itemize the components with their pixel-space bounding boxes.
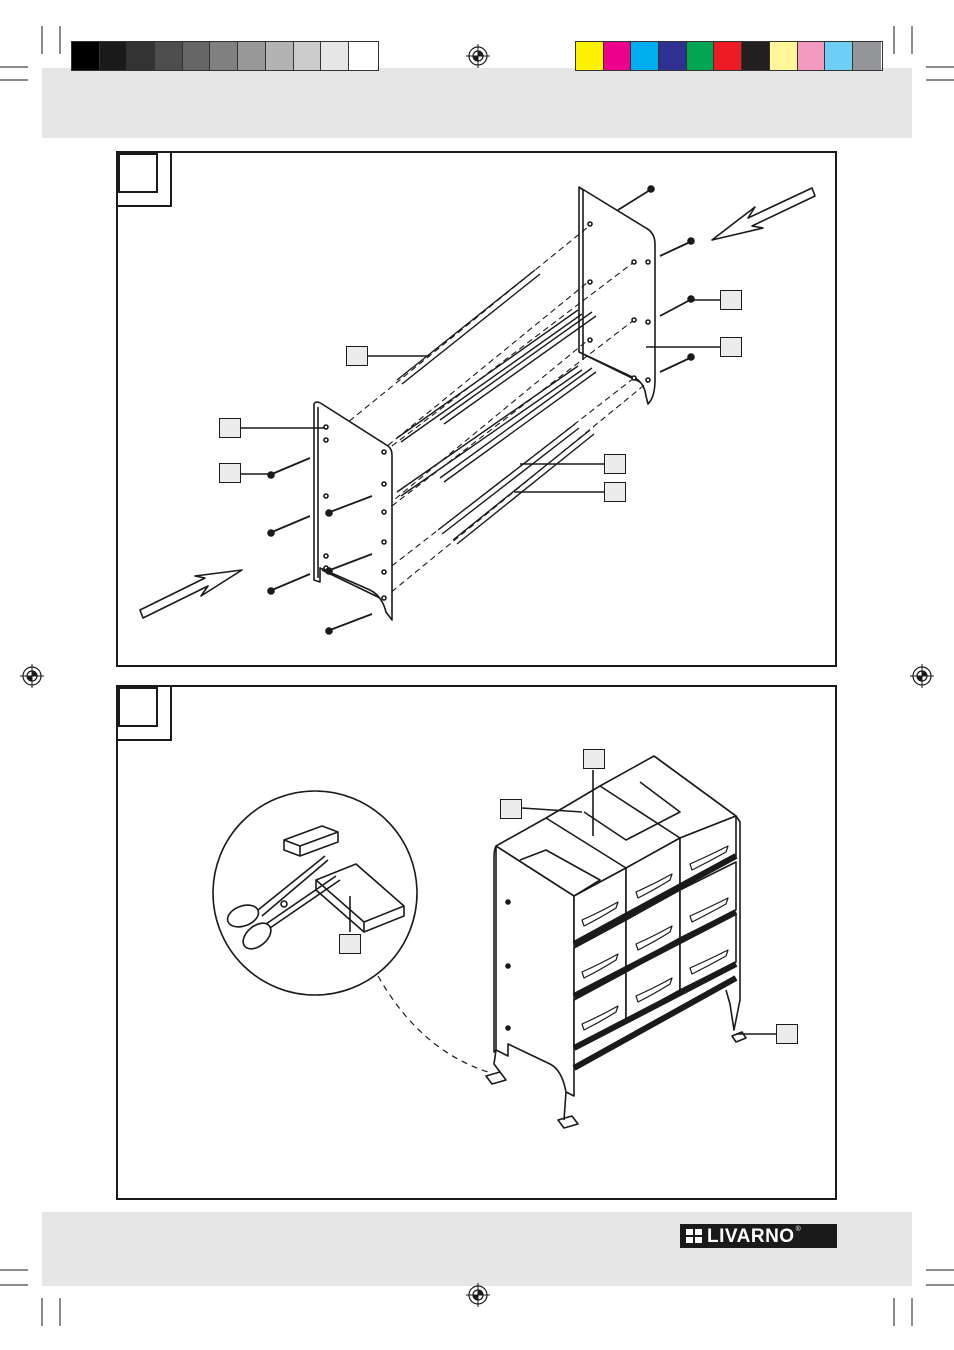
step-1-number-box <box>118 153 158 193</box>
assembly-step-1-panel <box>116 151 837 667</box>
header-band <box>42 68 912 138</box>
process-color-swatch <box>686 42 715 70</box>
grayscale-swatch <box>99 42 128 70</box>
grayscale-swatch <box>182 42 211 70</box>
grayscale-swatch <box>210 42 239 70</box>
grayscale-swatch <box>321 42 349 70</box>
registration-mark-right <box>910 664 934 688</box>
grayscale-swatch <box>72 42 100 70</box>
part-callout-rod-long <box>604 482 626 502</box>
process-color-bar <box>575 41 883 71</box>
grayscale-swatch <box>238 42 266 70</box>
logo-wordmark: LIVARNO <box>707 1225 795 1247</box>
process-color-swatch <box>852 42 881 70</box>
step-2-number-box <box>118 687 158 727</box>
process-color-swatch <box>742 42 770 70</box>
grayscale-swatch <box>127 42 156 70</box>
livarno-logo: LIVARNO ® <box>680 1224 837 1248</box>
grayscale-swatch <box>155 42 183 70</box>
process-color-swatch <box>825 42 853 70</box>
assembly-step-2-panel <box>116 685 837 1200</box>
process-color-swatch <box>603 42 632 70</box>
part-callout-felt-pad <box>339 934 361 954</box>
registration-mark-left <box>20 664 44 688</box>
process-color-swatch <box>797 42 826 70</box>
registered-mark: ® <box>795 1226 801 1233</box>
part-callout-bin <box>583 749 605 769</box>
process-color-swatch <box>576 42 604 70</box>
process-color-swatch <box>631 42 660 70</box>
part-callout-rod <box>346 346 368 366</box>
part-callout-right-screw <box>720 290 742 310</box>
registration-mark-bottom <box>466 1283 490 1307</box>
part-callout-rod-short <box>604 454 626 474</box>
part-callout-foot-pad <box>776 1024 798 1044</box>
registration-mark-top <box>466 44 490 68</box>
process-color-swatch <box>714 42 743 70</box>
part-callout-right-panel <box>720 337 742 357</box>
process-color-swatch <box>659 42 687 70</box>
part-callout-left-panel <box>219 418 241 438</box>
grayscale-swatch <box>348 42 377 70</box>
grayscale-color-bar <box>71 41 379 71</box>
part-callout-back-panel <box>500 799 522 819</box>
grayscale-swatch <box>265 42 294 70</box>
process-color-swatch <box>769 42 798 70</box>
livarno-logo-mark-icon <box>686 1229 702 1243</box>
grayscale-swatch <box>293 42 322 70</box>
part-callout-left-screw <box>219 463 241 483</box>
